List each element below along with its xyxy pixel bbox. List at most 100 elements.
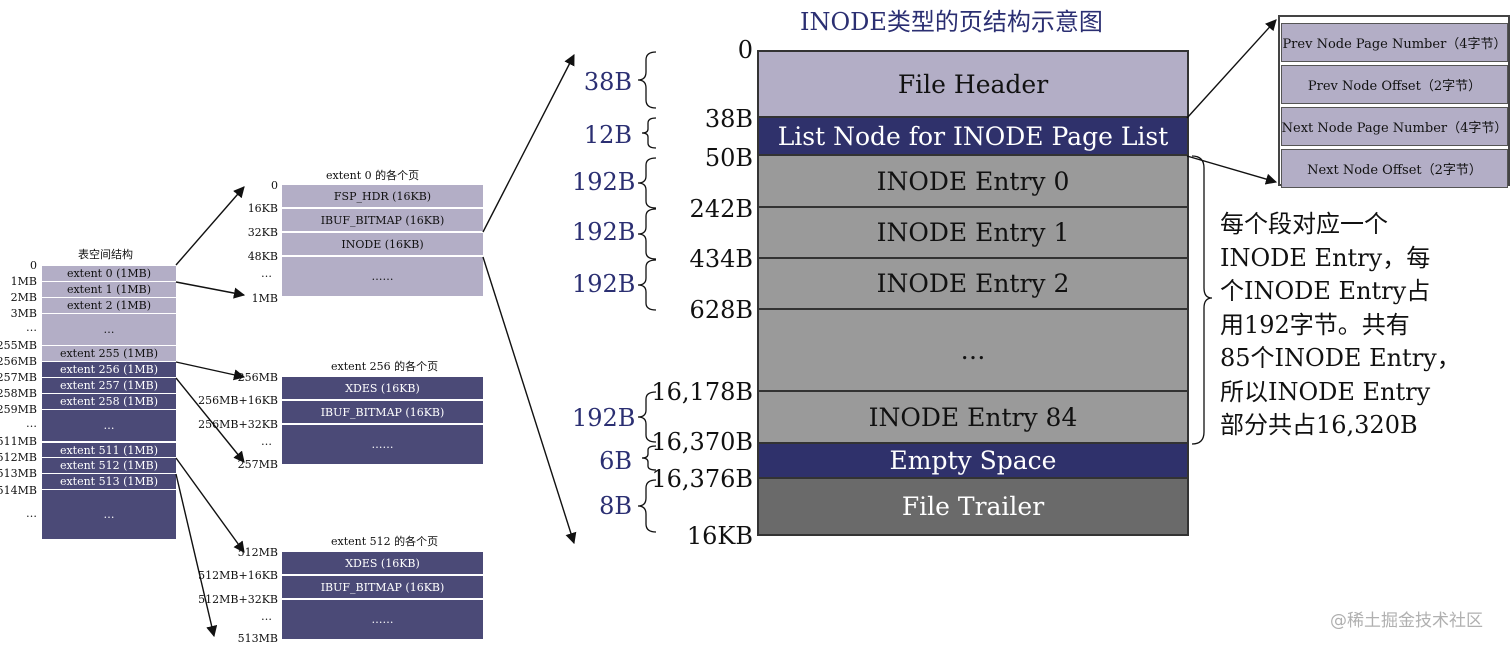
tablespace-row-extent-512: extent 512 (1MB) xyxy=(42,458,176,474)
extent0-offset-label: 0 xyxy=(271,179,278,192)
tablespace-offset-label: 512MB xyxy=(0,451,37,464)
extent512-title: extent 512 的各个页 xyxy=(331,535,439,548)
inode-size-label: 12B xyxy=(583,121,632,149)
tablespace-offset-label: … xyxy=(26,507,37,520)
extent0-page-ellipsis: …… xyxy=(371,270,394,283)
arrow-extent512-bottom xyxy=(175,473,218,638)
inode-size-label: 8B xyxy=(599,492,632,520)
extent512-offset-label: 512MB xyxy=(237,546,278,559)
tablespace-offset-label: 258MB xyxy=(0,387,37,400)
inode-size-label: 192B xyxy=(572,218,636,246)
arrow-extent0-bottom xyxy=(175,281,246,299)
extent512-page-ellipsis: …… xyxy=(371,613,394,626)
inode-size-label: 6B xyxy=(599,447,632,475)
inode-offset-label: 38B xyxy=(704,105,753,133)
extent0-page-ibuf-bitmap: IBUF_BITMAP (16KB) xyxy=(282,209,483,233)
tablespace-offset-label: 256MB xyxy=(0,355,37,368)
arrow-list-node-top xyxy=(1186,19,1277,119)
extent0-page-inode: INODE (16KB) xyxy=(282,233,483,257)
extent0-offset-label: 32KB xyxy=(247,226,278,239)
arrow-inode-top xyxy=(482,54,575,233)
extent256-offset-label: 257MB xyxy=(237,458,278,471)
extent0-page-fsp-hdr: FSP_HDR (16KB) xyxy=(282,185,483,209)
extent256-page-ellipsis: …… xyxy=(371,438,394,451)
extent512-offset-label: 512MB+32KB xyxy=(198,593,278,606)
inode-row-file-header: File Header xyxy=(759,52,1187,118)
inode-size-label: 192B xyxy=(572,168,636,196)
tablespace-offset-label: … xyxy=(26,321,37,334)
inode-size-label: 192B xyxy=(572,270,636,298)
extent256-offset-label: … xyxy=(261,435,272,448)
extent256-page-ibuf-bitmap: IBUF_BITMAP (16KB) xyxy=(282,401,483,425)
extent0-offset-label: 16KB xyxy=(247,202,278,215)
tablespace-offset-label: 511MB xyxy=(0,435,37,448)
inode-offset-label: 242B xyxy=(689,195,753,223)
inode-row-entry-0: INODE Entry 0 xyxy=(759,156,1187,208)
tablespace-offset-label: … xyxy=(26,417,37,430)
extent0-offset-label: … xyxy=(261,267,272,280)
inode-offset-label: 50B xyxy=(704,144,753,172)
tablespace-offset-label: 514MB xyxy=(0,484,37,497)
inode-row-entry-84: INODE Entry 84 xyxy=(759,392,1187,444)
inode-page-frame xyxy=(757,50,1189,536)
extent512-page-ibuf-bitmap: IBUF_BITMAP (16KB) xyxy=(282,576,483,600)
page-title: INODE类型的页结构示意图 xyxy=(800,8,1103,36)
tablespace-row-ellipsis-1: … xyxy=(42,314,176,346)
extent256-title: extent 256 的各个页 xyxy=(331,360,439,373)
arrow-extent0-top xyxy=(175,186,245,266)
inode-row-empty-space: Empty Space xyxy=(759,444,1187,479)
tablespace-row-extent-513: extent 513 (1MB) xyxy=(42,474,176,490)
list-node-prev-page-number: Prev Node Page Number（4字节） xyxy=(1281,23,1508,62)
tablespace-row-extent-511: extent 511 (1MB) xyxy=(42,442,176,458)
extent0-offset-label: 1MB xyxy=(251,292,278,305)
inode-row-entry-1: INODE Entry 1 xyxy=(759,208,1187,259)
extent512-page-xdes: XDES (16KB) xyxy=(282,552,483,576)
inode-offset-label: 16,178B xyxy=(651,378,753,406)
tablespace-row-extent-256: extent 256 (1MB) xyxy=(42,362,176,378)
arrow-extent256-top xyxy=(175,361,246,381)
extent512-pages: XDES (16KB) IBUF_BITMAP (16KB) …… xyxy=(282,552,483,639)
list-node-next-page-number: Next Node Page Number（4字节） xyxy=(1281,107,1508,146)
watermark: @稀土掘金技术社区 xyxy=(1330,611,1483,631)
list-node-next-offset: Next Node Offset（2字节） xyxy=(1281,149,1508,188)
annotation-line: 用192字节。共有 xyxy=(1220,310,1410,339)
extent256-pages: XDES (16KB) IBUF_BITMAP (16KB) …… xyxy=(282,377,483,464)
tablespace-offset-label: 513MB xyxy=(0,467,37,480)
extent256-offset-label: 256MB+16KB xyxy=(198,394,278,407)
inode-size-label: 192B xyxy=(572,404,636,432)
annotation-line: 85个INODE Entry， xyxy=(1220,344,1461,372)
tablespace-row-extent-2: extent 2 (1MB) xyxy=(42,298,176,314)
inode-row-ellipsis: … xyxy=(759,310,1187,392)
extent0-offset-label: 48KB xyxy=(247,250,278,263)
arrow-extent512-top xyxy=(175,457,245,553)
tablespace-row-ellipsis-3: … xyxy=(42,490,176,539)
tablespace-offset-label: 259MB xyxy=(0,403,37,416)
inode-offset-label: 434B xyxy=(689,245,753,273)
tablespace-offset-label: 2MB xyxy=(10,291,37,304)
inode-offset-label: 628B xyxy=(689,296,753,324)
tablespace-offset-label: 3MB xyxy=(10,307,37,320)
tablespace-row-extent-255: extent 255 (1MB) xyxy=(42,346,176,362)
list-node-prev-offset: Prev Node Offset（2字节） xyxy=(1281,65,1508,104)
inode-annotation: 每个段对应一个 INODE Entry，每 个INODE Entry占 用192… xyxy=(1220,208,1461,443)
annotation-line: 部分共占16,320B xyxy=(1220,411,1418,439)
extent512-offset-label: 512MB+16KB xyxy=(198,569,278,582)
annotation-line: 个INODE Entry占 xyxy=(1220,277,1431,305)
annotation-line: 每个段对应一个 xyxy=(1220,210,1388,238)
extent256-offset-label: 256MB+32KB xyxy=(198,418,278,431)
arrow-list-node-bottom xyxy=(1186,155,1278,185)
tablespace-offset-label: 255MB xyxy=(0,339,37,352)
arrow-inode-bottom xyxy=(482,256,577,545)
tablespace-offset-label: 0 xyxy=(30,259,37,272)
tablespace-row-extent-257: extent 257 (1MB) xyxy=(42,378,176,394)
inode-row-list-node: List Node for INODE Page List xyxy=(759,118,1187,156)
extent256-page-xdes: XDES (16KB) xyxy=(282,377,483,401)
inode-offset-label: 16,370B xyxy=(651,428,753,456)
tablespace-title: 表空间结构 xyxy=(78,248,133,261)
tablespace-row-extent-1: extent 1 (1MB) xyxy=(42,282,176,298)
inode-offset-label: 16,376B xyxy=(651,465,753,493)
extent512-offset-label: … xyxy=(261,610,272,623)
extent256-offset-label: 256MB xyxy=(237,371,278,384)
tablespace-row-ellipsis-2: … xyxy=(42,410,176,442)
inode-row-file-trailer: File Trailer xyxy=(759,479,1187,534)
